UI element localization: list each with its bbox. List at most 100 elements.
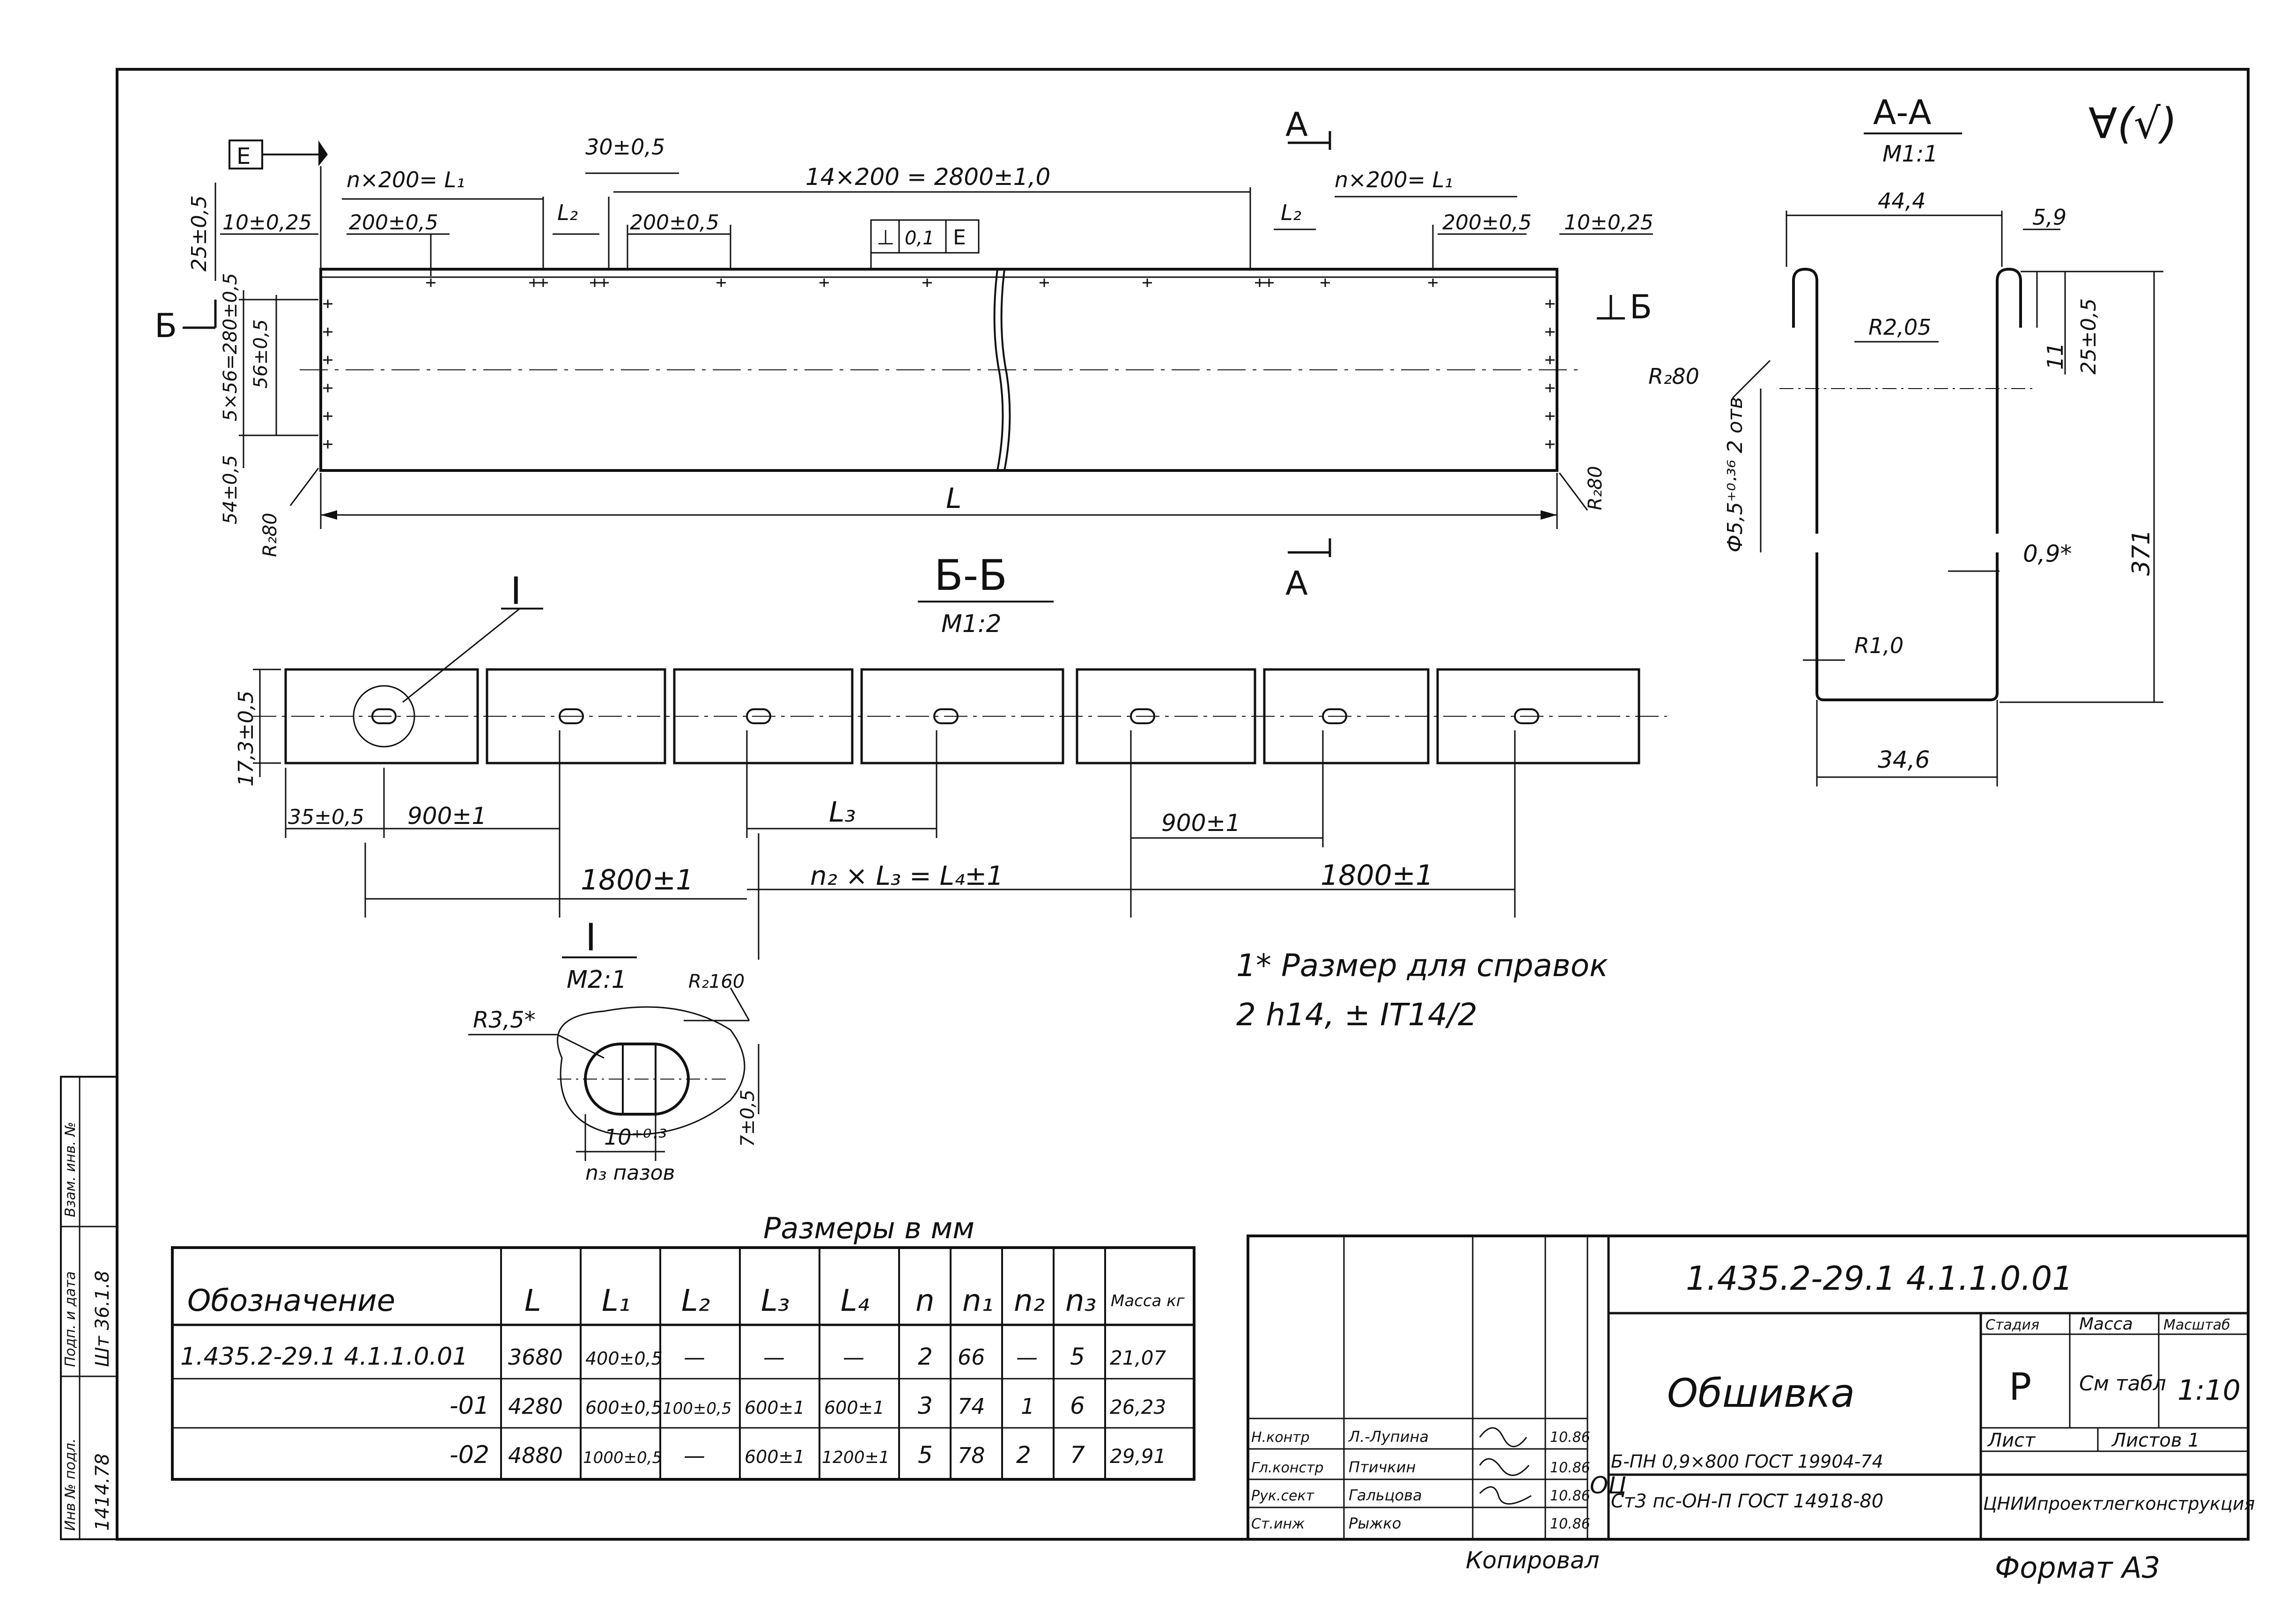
th-L: L [524, 1284, 541, 1318]
section-aa-title: А-А [1873, 93, 1932, 132]
material-1: Б-ПН 0,9×800 ГОСТ 19904-74 [1611, 1451, 1883, 1472]
sign-name: Л.-Лупина [1348, 1428, 1429, 1446]
dim-10-right: 10±0,25 [1564, 211, 1653, 235]
roughness-sign: ∀(√) [2088, 99, 2177, 148]
dim-10-left: 10±0,25 [222, 211, 312, 235]
bb-dim-900-a: 900±1 [407, 802, 487, 830]
th-n: n [915, 1284, 935, 1318]
table-row: -02 4880 1000±0,5 — 600±1 1200±1 5 78 2 … [450, 1441, 1166, 1469]
svg-text:1000±0,5: 1000±0,5 [583, 1448, 662, 1467]
footer-copied-by: Копировал [1466, 1547, 1600, 1574]
section-bb-callout: I [510, 569, 522, 613]
dim-200-a: 200±0,5 [349, 211, 438, 235]
side-stamp-sign: Подп. и дата [62, 1271, 79, 1367]
material-prefix: ОЦ [1590, 1472, 1626, 1499]
svg-text:2: 2 [918, 1343, 933, 1370]
dim-56: 56±0,5 [250, 319, 272, 389]
section-bb-scale: М1:2 [941, 610, 1002, 638]
svg-text:-01: -01 [450, 1392, 489, 1420]
aa-dim-r280: R₂80 [1648, 364, 1699, 389]
dim-54: 54±0,5 [220, 455, 241, 524]
sign-role: Рук.сект [1251, 1488, 1315, 1504]
bb-dim-900-b: 900±1 [1161, 809, 1240, 837]
aa-dim-r205: R2,05 [1868, 315, 1931, 340]
svg-text:6: 6 [1070, 1392, 1085, 1419]
datum-label: E [236, 143, 251, 169]
table-caption: Размеры в мм [763, 1211, 974, 1245]
footer-format: Формат А3 [1995, 1551, 2160, 1585]
svg-text:78: 78 [958, 1443, 985, 1468]
svg-text:29,91: 29,91 [1110, 1445, 1166, 1468]
th-L4: L₄ [841, 1284, 869, 1318]
svg-text:—: — [684, 1443, 705, 1468]
svg-text:4280: 4280 [508, 1394, 563, 1419]
svg-text:66: 66 [958, 1345, 985, 1370]
th-mass: Масса кг [1111, 1292, 1185, 1310]
sheet-label: Лист [1987, 1430, 2036, 1451]
svg-text:—: — [1016, 1345, 1038, 1370]
profile-left-flange [1792, 267, 1818, 534]
tolerance-frame: ⊥ 0,1 E [870, 219, 980, 269]
stage-value: Р [2009, 1365, 2031, 1409]
profile-bottom [1815, 552, 1999, 701]
col-mass: Масса [2079, 1315, 2133, 1334]
dim-l2-left: L₂ [557, 200, 578, 225]
th-L2: L₂ [681, 1284, 710, 1318]
th-L1: L₁ [602, 1284, 630, 1318]
scale-value: 1:10 [2177, 1374, 2241, 1407]
sign-role: Н.контр [1251, 1429, 1310, 1446]
detail-i: I М2:1 R3,5* R₂160 10⁺⁰·³ 7±0,5 n₃ пазов [468, 916, 760, 1185]
bb-dim-l3: L₃ [829, 796, 856, 829]
side-stamp-inv: Инв № подл. [62, 1439, 79, 1531]
sheets-label: Листов 1 [2111, 1430, 2200, 1451]
dim-n200-right: n×200= L₁ [1335, 167, 1453, 192]
dimension-table: Размеры в мм Обозначение L L₁ L₂ L₃ L₄ n… [171, 1211, 1195, 1481]
section-aa: А-А М1:1 44,4 5,9 R2,05 [1648, 93, 2163, 786]
th-n3: n₃ [1065, 1284, 1096, 1318]
svg-text:2: 2 [1016, 1441, 1031, 1469]
aa-dim-5-9: 5,9 [2032, 205, 2066, 230]
svg-text:—: — [843, 1345, 864, 1370]
note-2: 2 h14, ± IT14/2 [1236, 997, 1477, 1033]
th-designation: Обозначение [187, 1284, 395, 1318]
svg-text:21,07: 21,07 [1110, 1346, 1166, 1369]
section-mark-b-right: Б [1630, 288, 1652, 326]
aa-dim-r10: R1,0 [1854, 633, 1904, 658]
svg-text:E: E [953, 226, 966, 250]
detail-dim-r160: R₂160 [688, 971, 745, 992]
aa-dim-hole: Ф5,5⁺⁰·³⁶ 2 отв [1723, 397, 1747, 552]
th-n2: n₂ [1014, 1284, 1045, 1318]
top-view: E [155, 105, 1653, 603]
svg-text:1200±1: 1200±1 [822, 1448, 890, 1467]
svg-text:1.435.2-29.1 4.1.1.0.01: 1.435.2-29.1 4.1.1.0.01 [180, 1343, 468, 1371]
section-mark-b-left: Б [155, 307, 177, 345]
aa-dim-371: 371 [2127, 529, 2155, 576]
svg-text:1: 1 [1021, 1394, 1034, 1419]
sign-name: Птичкин [1349, 1458, 1416, 1476]
dim-n200-left: n×200= L₁ [347, 167, 465, 192]
title-block: 1.435.2-29.1 4.1.1.0.01 Обшивка Стадия М… [1247, 1235, 2255, 1541]
dim-30: 30±0,5 [585, 134, 665, 160]
signature [1479, 1427, 1532, 1505]
bb-dim-height: 17,3±0,5 [234, 691, 258, 786]
col-scale: Масштаб [2163, 1317, 2230, 1333]
dim-25-left: 25±0,5 [187, 195, 211, 272]
svg-text:600±1: 600±1 [824, 1397, 885, 1418]
sign-name: Гальцова [1349, 1486, 1422, 1504]
doc-code: 1.435.2-29.1 4.1.1.0.01 [1686, 1259, 2073, 1298]
section-aa-scale: М1:1 [1882, 141, 1938, 167]
section-mark-a-bottom: А [1285, 564, 1308, 603]
svg-text:600±0,5: 600±0,5 [585, 1397, 663, 1418]
svg-text:100±0,5: 100±0,5 [663, 1399, 731, 1418]
side-stamp-replace: Взам. инв. № [62, 1122, 79, 1217]
detail-slot-count: n₃ пазов [585, 1161, 675, 1185]
svg-text:⊥: ⊥ [877, 226, 894, 250]
svg-text:-02: -02 [450, 1441, 489, 1469]
detail-i-title: I [585, 916, 597, 959]
sign-date: 10.86 [1550, 1429, 1590, 1446]
sign-role: Гл.констр [1251, 1460, 1324, 1476]
svg-text:7: 7 [1070, 1441, 1085, 1469]
svg-text:4880: 4880 [508, 1443, 563, 1468]
svg-text:3: 3 [918, 1392, 933, 1419]
bb-dim-chain: n₂ × L₃ = L₄±1 [810, 861, 1004, 891]
